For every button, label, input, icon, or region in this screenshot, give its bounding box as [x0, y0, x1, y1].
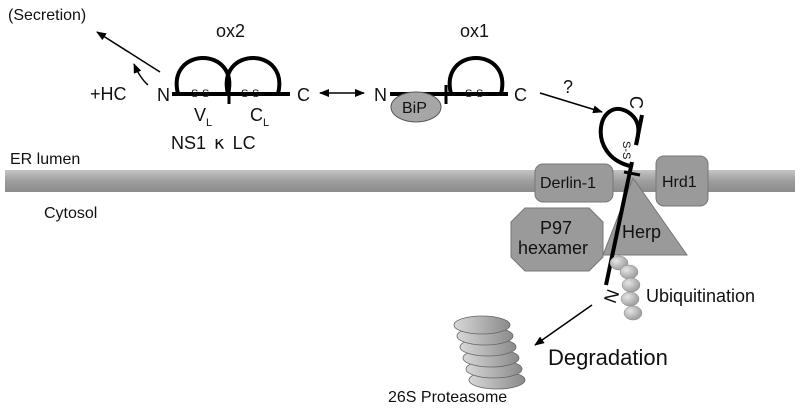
ubiquitin	[619, 264, 639, 280]
hrd1-protein	[655, 155, 709, 207]
herp-label: Herp	[622, 222, 661, 242]
erad-c-tail	[634, 114, 644, 146]
ubiquitin	[623, 305, 643, 321]
er-lumen-label: ER lumen	[10, 151, 80, 168]
bip-label: BiP	[402, 100, 427, 117]
degradation-arrow	[534, 304, 593, 346]
ox1-disulfide: S-S	[465, 88, 483, 100]
ubiquitin	[621, 277, 641, 293]
ubiquitin	[620, 291, 640, 307]
ox1-n-terminus: N	[374, 85, 387, 105]
bip-chaperone	[390, 91, 442, 123]
chain-domain-tick	[623, 170, 641, 177]
secretion-label: (Secretion)	[8, 7, 86, 24]
ubiquitin-chain	[609, 255, 643, 321]
hrd1-label: Hrd1	[662, 174, 697, 191]
cytosol-label: Cytosol	[44, 205, 97, 222]
ox1-cl-loop	[447, 56, 505, 95]
ox2-c-terminus: C	[297, 85, 310, 105]
question-mark: ?	[563, 77, 573, 97]
retrotranslocation-arrow	[539, 92, 603, 114]
proteasome-26s	[453, 315, 526, 390]
ox2-label: ox2	[216, 21, 245, 41]
derlin1-label: Derlin-1	[540, 175, 596, 192]
hc-label: +HC	[90, 84, 127, 104]
ox1-c-terminus: C	[514, 85, 527, 105]
proteasome-label: 26S Proteasome	[388, 389, 507, 406]
erad-disulfide: S-S	[620, 141, 632, 159]
ox2-cl-disulfide: S-S	[241, 88, 259, 100]
ox2-cl-loop	[224, 56, 282, 95]
cl-label: CL	[250, 105, 269, 129]
ubiquitination-label: Ubiquitination	[646, 286, 755, 306]
ox2-vl-disulfide: S-S	[191, 88, 209, 100]
p97-label-line2: hexamer	[518, 238, 588, 258]
derlin1-protein	[534, 163, 614, 203]
p97-label-line1: P97	[540, 218, 572, 238]
ox1-label: ox1	[460, 21, 489, 41]
ox2-n-terminus: N	[157, 85, 170, 105]
erad-n-terminus: N	[600, 287, 623, 306]
secretion-arrow	[96, 31, 161, 73]
erad-c-terminus: C	[626, 96, 646, 109]
vl-label: VL	[194, 105, 212, 129]
p97-hexamer	[510, 207, 604, 272]
degradation-label: Degradation	[548, 345, 668, 370]
herp-protein	[602, 176, 688, 256]
hc-curved-arrow	[133, 63, 149, 86]
